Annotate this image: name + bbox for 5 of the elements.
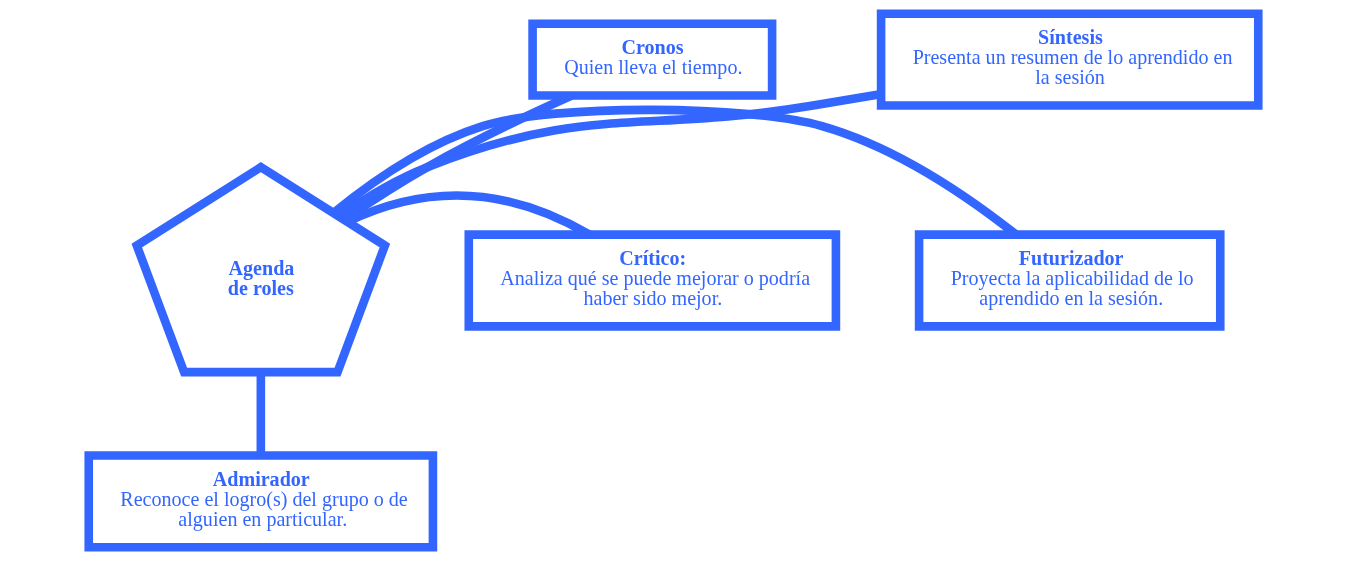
node-box: Crítico: Analiza qué se puede mejorar o podría haber sido mejor. (463, 230, 840, 331)
node-box: Cronos Quien lleva el tiempo. (527, 19, 776, 100)
node-box: Síntesis Presenta un resumen de lo aprendido en la sesión (876, 9, 1263, 110)
node-box: Admirador Reconoce el logro(s) del grupo o de alguien en particular. (83, 451, 437, 552)
node-box: Futurizador Proyecta la aplicabilidad de lo aprendido en la sesión. (914, 230, 1225, 331)
